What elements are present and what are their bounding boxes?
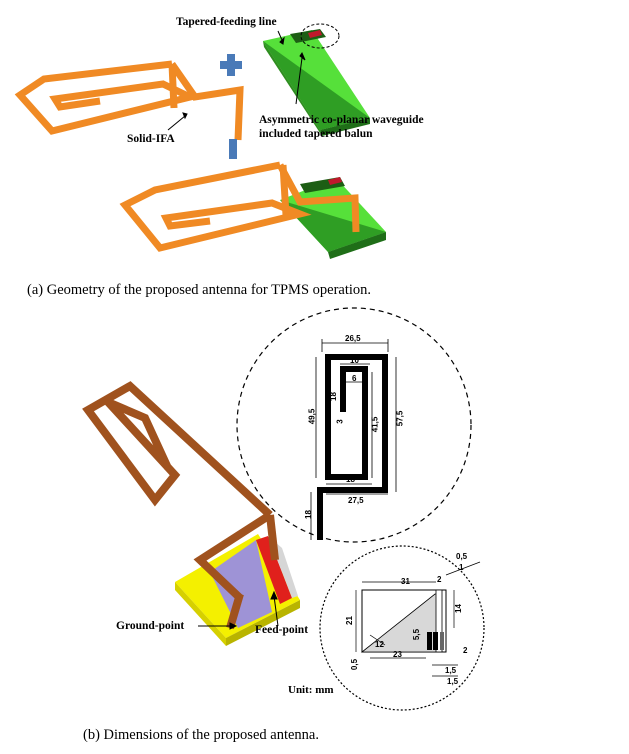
plus-icon: [220, 54, 242, 76]
dim-26-5: 26,5: [345, 334, 361, 343]
dim-31: 31: [401, 577, 410, 586]
dim-49-5: 49,5: [307, 408, 317, 425]
label-asymmetric-cpw-line1: Asymmetric co-planar waveguide: [259, 114, 424, 126]
dim-1-5a: 1,5: [445, 666, 457, 675]
label-solid-ifa: Solid-IFA: [127, 133, 175, 145]
dim-0-5a: 0,5: [456, 552, 468, 561]
top-detail-antenna: [317, 354, 388, 540]
dim-1: 1: [459, 563, 464, 572]
dim-14: 14: [453, 604, 463, 613]
label-feed-point: Feed-point: [255, 624, 309, 636]
dim-41-5: 41,5: [370, 416, 380, 433]
dim-18a: 18: [328, 392, 338, 401]
dim-2b: 2: [463, 646, 468, 655]
dim-18b: 18: [346, 475, 355, 484]
dim-21: 21: [344, 616, 354, 625]
label-asymmetric-cpw-line2: included tapered balun: [259, 128, 373, 140]
brown-3d-antenna: [82, 381, 300, 646]
dim-2a: 2: [437, 575, 442, 584]
top-detail-dimlines: [310, 339, 397, 540]
arrows-part-a: [167, 30, 306, 131]
caption-a: (a) Geometry of the proposed antenna for…: [27, 282, 372, 298]
combined-antenna: [119, 161, 386, 259]
arrows-part-b: [198, 590, 279, 630]
bottom-detail-drawing: [355, 561, 481, 677]
dim-5-5: 5,5: [412, 628, 422, 641]
dim-3: 3: [335, 419, 345, 424]
top-detail-circle: [236, 307, 472, 543]
label-ground-point: Ground-point: [116, 620, 185, 632]
dim-12: 12: [375, 640, 384, 649]
dim-27-5: 27,5: [348, 496, 364, 505]
minus-icon: [229, 139, 237, 159]
dim-1-5b: 1,5: [447, 677, 459, 686]
feed-highlight-circle: [300, 23, 340, 49]
dim-57-5: 57,5: [395, 410, 405, 427]
dim-0-5b: 0,5: [350, 658, 360, 671]
board-top: [263, 29, 370, 136]
dim-18c: 18: [303, 510, 313, 519]
dim-23: 23: [393, 650, 402, 659]
bottom-detail-circle: [319, 545, 485, 711]
solid-ifa-top: [14, 60, 244, 141]
caption-b: (b) Dimensions of the proposed antenna.: [83, 727, 319, 743]
dim-10: 10: [350, 356, 359, 365]
label-tapered-feeding-line: Tapered-feeding line: [176, 16, 277, 28]
dim-6: 6: [352, 374, 357, 383]
label-unit: Unit: mm: [288, 684, 334, 696]
